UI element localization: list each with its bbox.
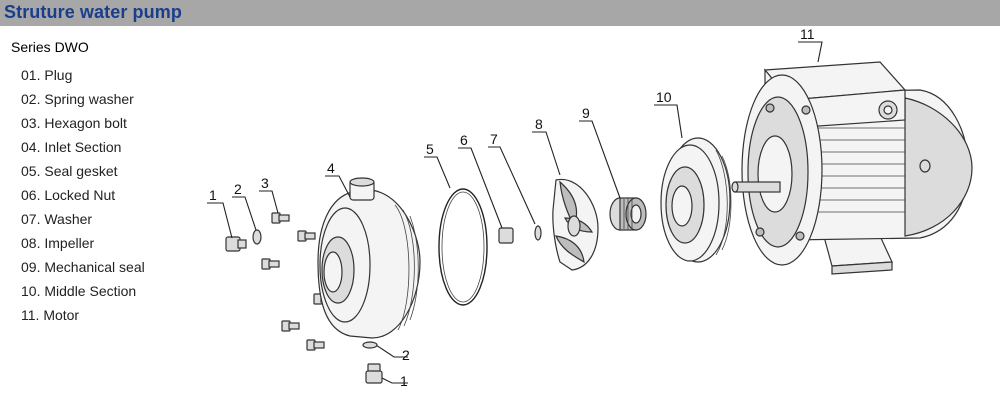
part-list-item: 05. Seal gesket	[21, 163, 118, 179]
callout-number: 2	[234, 181, 242, 197]
inlet-section-part	[317, 177, 421, 339]
middle-section-part	[660, 137, 732, 263]
page-title: Struture water pump	[4, 2, 182, 22]
washer-part	[534, 225, 542, 241]
part-list-item: 01. Plug	[21, 67, 73, 83]
callout-number: 8	[535, 116, 543, 132]
part-list-item: 10. Middle Section	[21, 283, 137, 299]
callout-number: 5	[426, 141, 434, 157]
callout-lines	[207, 41, 823, 384]
callout-number: 6	[460, 132, 468, 148]
callout-number: 4	[327, 160, 335, 176]
lower-spring-washer-part	[362, 341, 378, 349]
callout-number: 3	[261, 175, 269, 191]
mechanical-seal-part	[609, 197, 647, 231]
part-list-item: 06. Locked Nut	[21, 187, 116, 203]
callout-number: 2	[402, 347, 410, 363]
spring-washer-part	[252, 229, 262, 245]
part-list-item: 08. Impeller	[21, 235, 95, 251]
impeller-part	[552, 178, 599, 271]
callout-number: 11	[800, 28, 815, 42]
callout-number: 10	[656, 89, 672, 105]
callout-number: 9	[582, 105, 590, 121]
part-list-item: 04. Inlet Section	[21, 139, 122, 155]
lower-plug-part	[365, 363, 383, 384]
parts-list: 01. Plug 02. Spring washer 03. Hexagon b…	[21, 63, 145, 327]
part-list-item: 07. Washer	[21, 211, 93, 227]
part-list-item: 02. Spring washer	[21, 91, 134, 107]
header-bar: Struture water pump	[0, 0, 1000, 26]
exploded-pump-diagram: 1 2 3 4 5 6 7 8 9 10 11 2 1	[207, 28, 973, 389]
part-list-item: 09. Mechanical seal	[21, 259, 145, 275]
callout-number: 1	[400, 373, 408, 389]
seal-gasket-part	[438, 188, 488, 306]
callout-number: 1	[209, 187, 217, 203]
motor-part	[731, 61, 973, 275]
locked-nut-part	[498, 227, 514, 244]
part-list-item: 11. Motor	[21, 307, 80, 323]
series-title: Series DWO	[11, 39, 89, 55]
part-list-item: 03. Hexagon bolt	[21, 115, 127, 131]
callout-number: 7	[490, 131, 498, 147]
plug-part	[225, 236, 247, 252]
